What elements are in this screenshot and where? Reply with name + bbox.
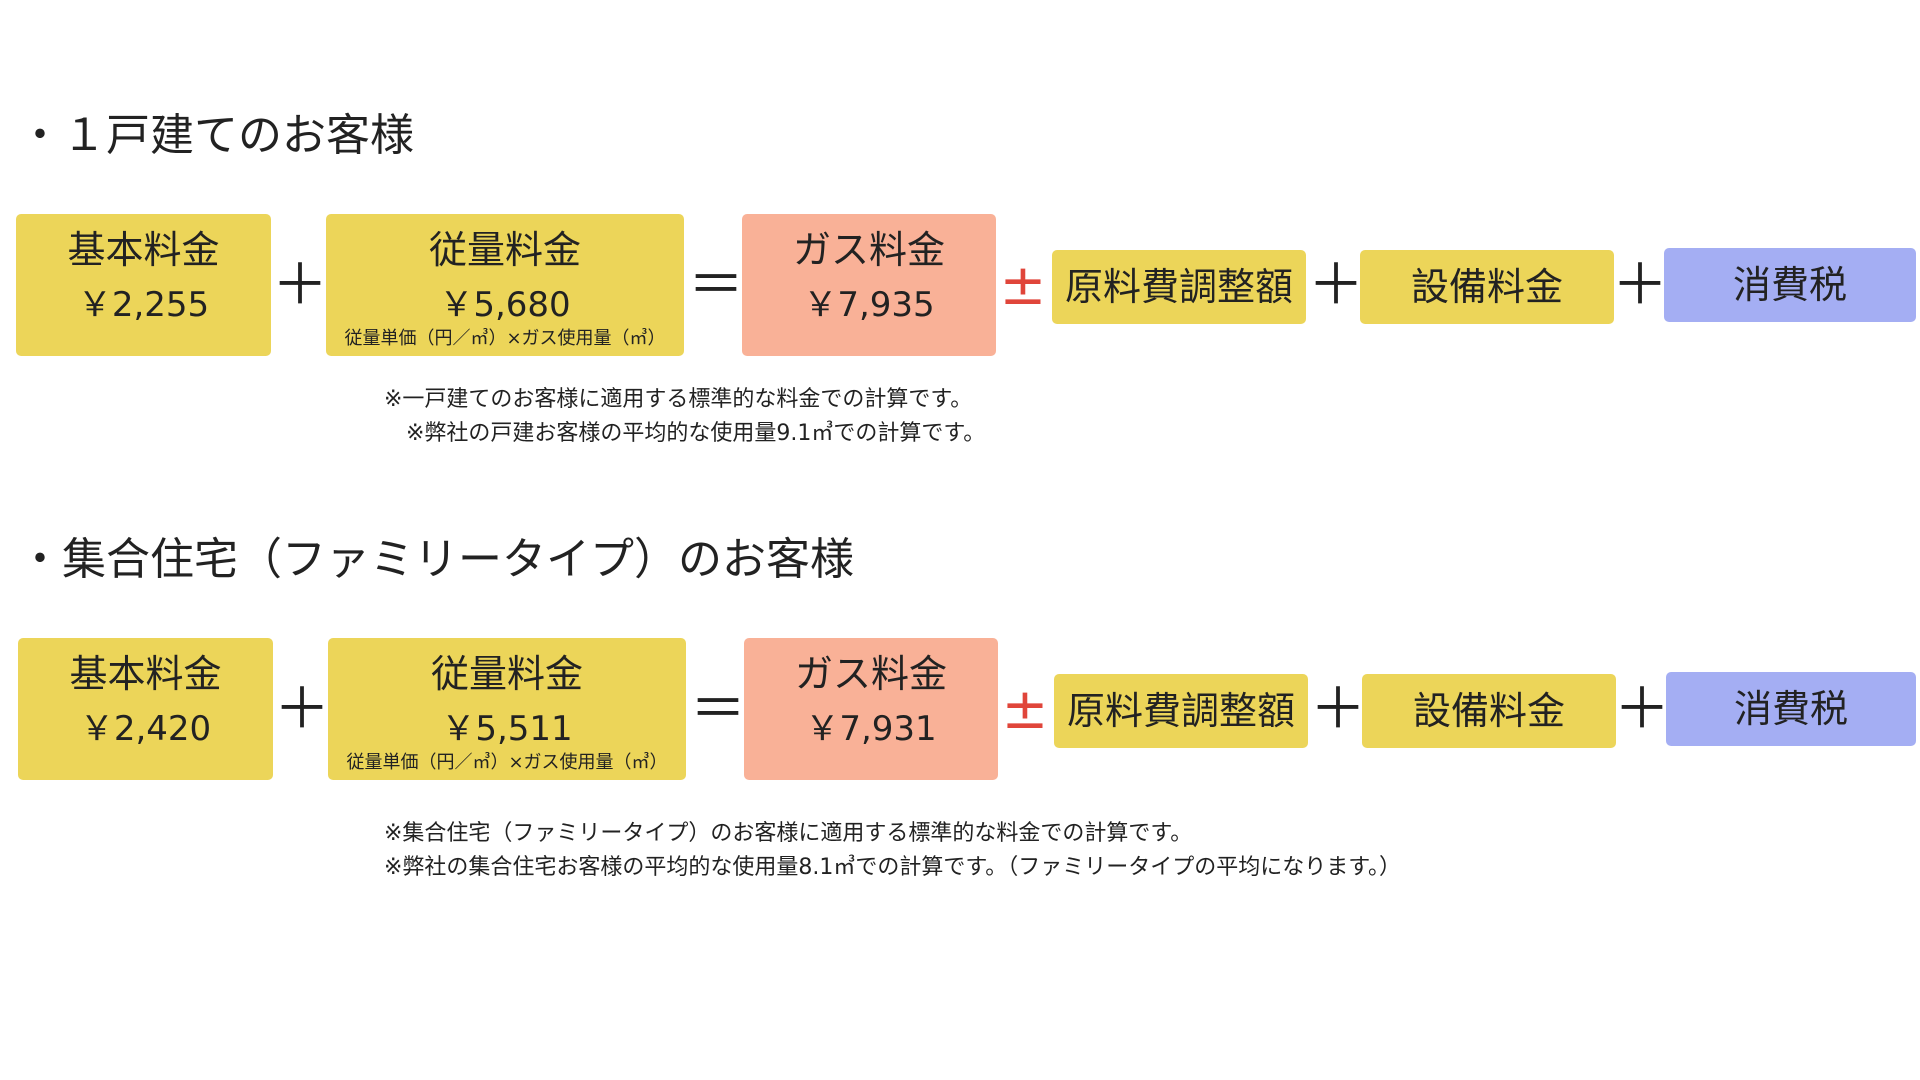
equipment-charge-box: 設備料金 [1362, 674, 1616, 748]
note-line: ※集合住宅（ファミリータイプ）のお客様に適用する標準的な料金での計算です。 [384, 821, 1193, 846]
raw-material-adjustment-label: 原料費調整額 [1066, 689, 1295, 733]
plus-sign: ＋ [272, 253, 328, 318]
basic-charge-box: 基本料金 ￥2,420 [18, 638, 273, 780]
raw-material-adjustment-box: 原料費調整額 [1054, 674, 1308, 748]
gas-charge-price: ￥7,931 [805, 709, 937, 749]
gas-charge-box: ガス料金 ￥7,935 [742, 214, 996, 356]
consumption-tax-box: 消費税 [1666, 672, 1916, 746]
basic-charge-price: ￥2,255 [77, 285, 210, 325]
basic-charge-label: 基本料金 [69, 652, 222, 696]
raw-material-adjustment-box: 原料費調整額 [1052, 250, 1306, 324]
note-line: ※弊社の戸建お客様の平均的な使用量9.1㎥での計算です。 [384, 421, 986, 446]
basic-charge-box: 基本料金 ￥2,255 [16, 214, 271, 356]
note-line: ※弊社の集合住宅お客様の平均的な使用量8.1㎥での計算です。（ファミリータイプの… [384, 855, 1402, 880]
gas-charge-label: ガス料金 [794, 652, 947, 696]
gas-charge-box: ガス料金 ￥7,931 [744, 638, 998, 780]
consumption-tax-label: 消費税 [1733, 687, 1848, 731]
plus-sign: ＋ [1308, 253, 1364, 318]
gas-charge-price: ￥7,935 [803, 285, 935, 325]
usage-charge-label: 従量料金 [428, 228, 581, 272]
plus-minus-sign: ± [999, 253, 1047, 318]
section-title: ・集合住宅（ファミリータイプ）のお客様 [18, 534, 854, 585]
basic-charge-label: 基本料金 [67, 228, 220, 272]
equipment-charge-box: 設備料金 [1360, 250, 1614, 324]
plus-sign: ＋ [1614, 677, 1670, 742]
usage-charge-box: 従量料金 ￥5,511 従量単価（円／㎥）×ガス使用量（㎥） [328, 638, 686, 780]
section-title: ・１戸建てのお客様 [18, 110, 414, 161]
raw-material-adjustment-label: 原料費調整額 [1064, 265, 1293, 309]
usage-charge-label: 従量料金 [430, 652, 583, 696]
note-line: ※一戸建てのお客様に適用する標準的な料金での計算です。 [384, 387, 973, 412]
basic-charge-price: ￥2,420 [79, 709, 212, 749]
consumption-tax-label: 消費税 [1732, 263, 1847, 307]
usage-charge-formula: 従量単価（円／㎥）×ガス使用量（㎥） [346, 752, 668, 773]
equipment-charge-label: 設備料金 [1410, 265, 1563, 309]
equals-sign: ＝ [688, 253, 744, 318]
consumption-tax-box: 消費税 [1664, 248, 1916, 322]
plus-minus-sign: ± [1001, 677, 1049, 742]
usage-charge-price: ￥5,511 [441, 709, 573, 749]
equipment-charge-label: 設備料金 [1412, 689, 1565, 733]
gas-charge-label: ガス料金 [792, 228, 945, 272]
plus-sign: ＋ [1612, 253, 1668, 318]
plus-sign: ＋ [1310, 677, 1366, 742]
usage-charge-formula: 従量単価（円／㎥）×ガス使用量（㎥） [344, 328, 666, 349]
plus-sign: ＋ [274, 677, 330, 742]
equals-sign: ＝ [690, 677, 746, 742]
usage-charge-price: ￥5,680 [439, 285, 571, 325]
usage-charge-box: 従量料金 ￥5,680 従量単価（円／㎥）×ガス使用量（㎥） [326, 214, 684, 356]
